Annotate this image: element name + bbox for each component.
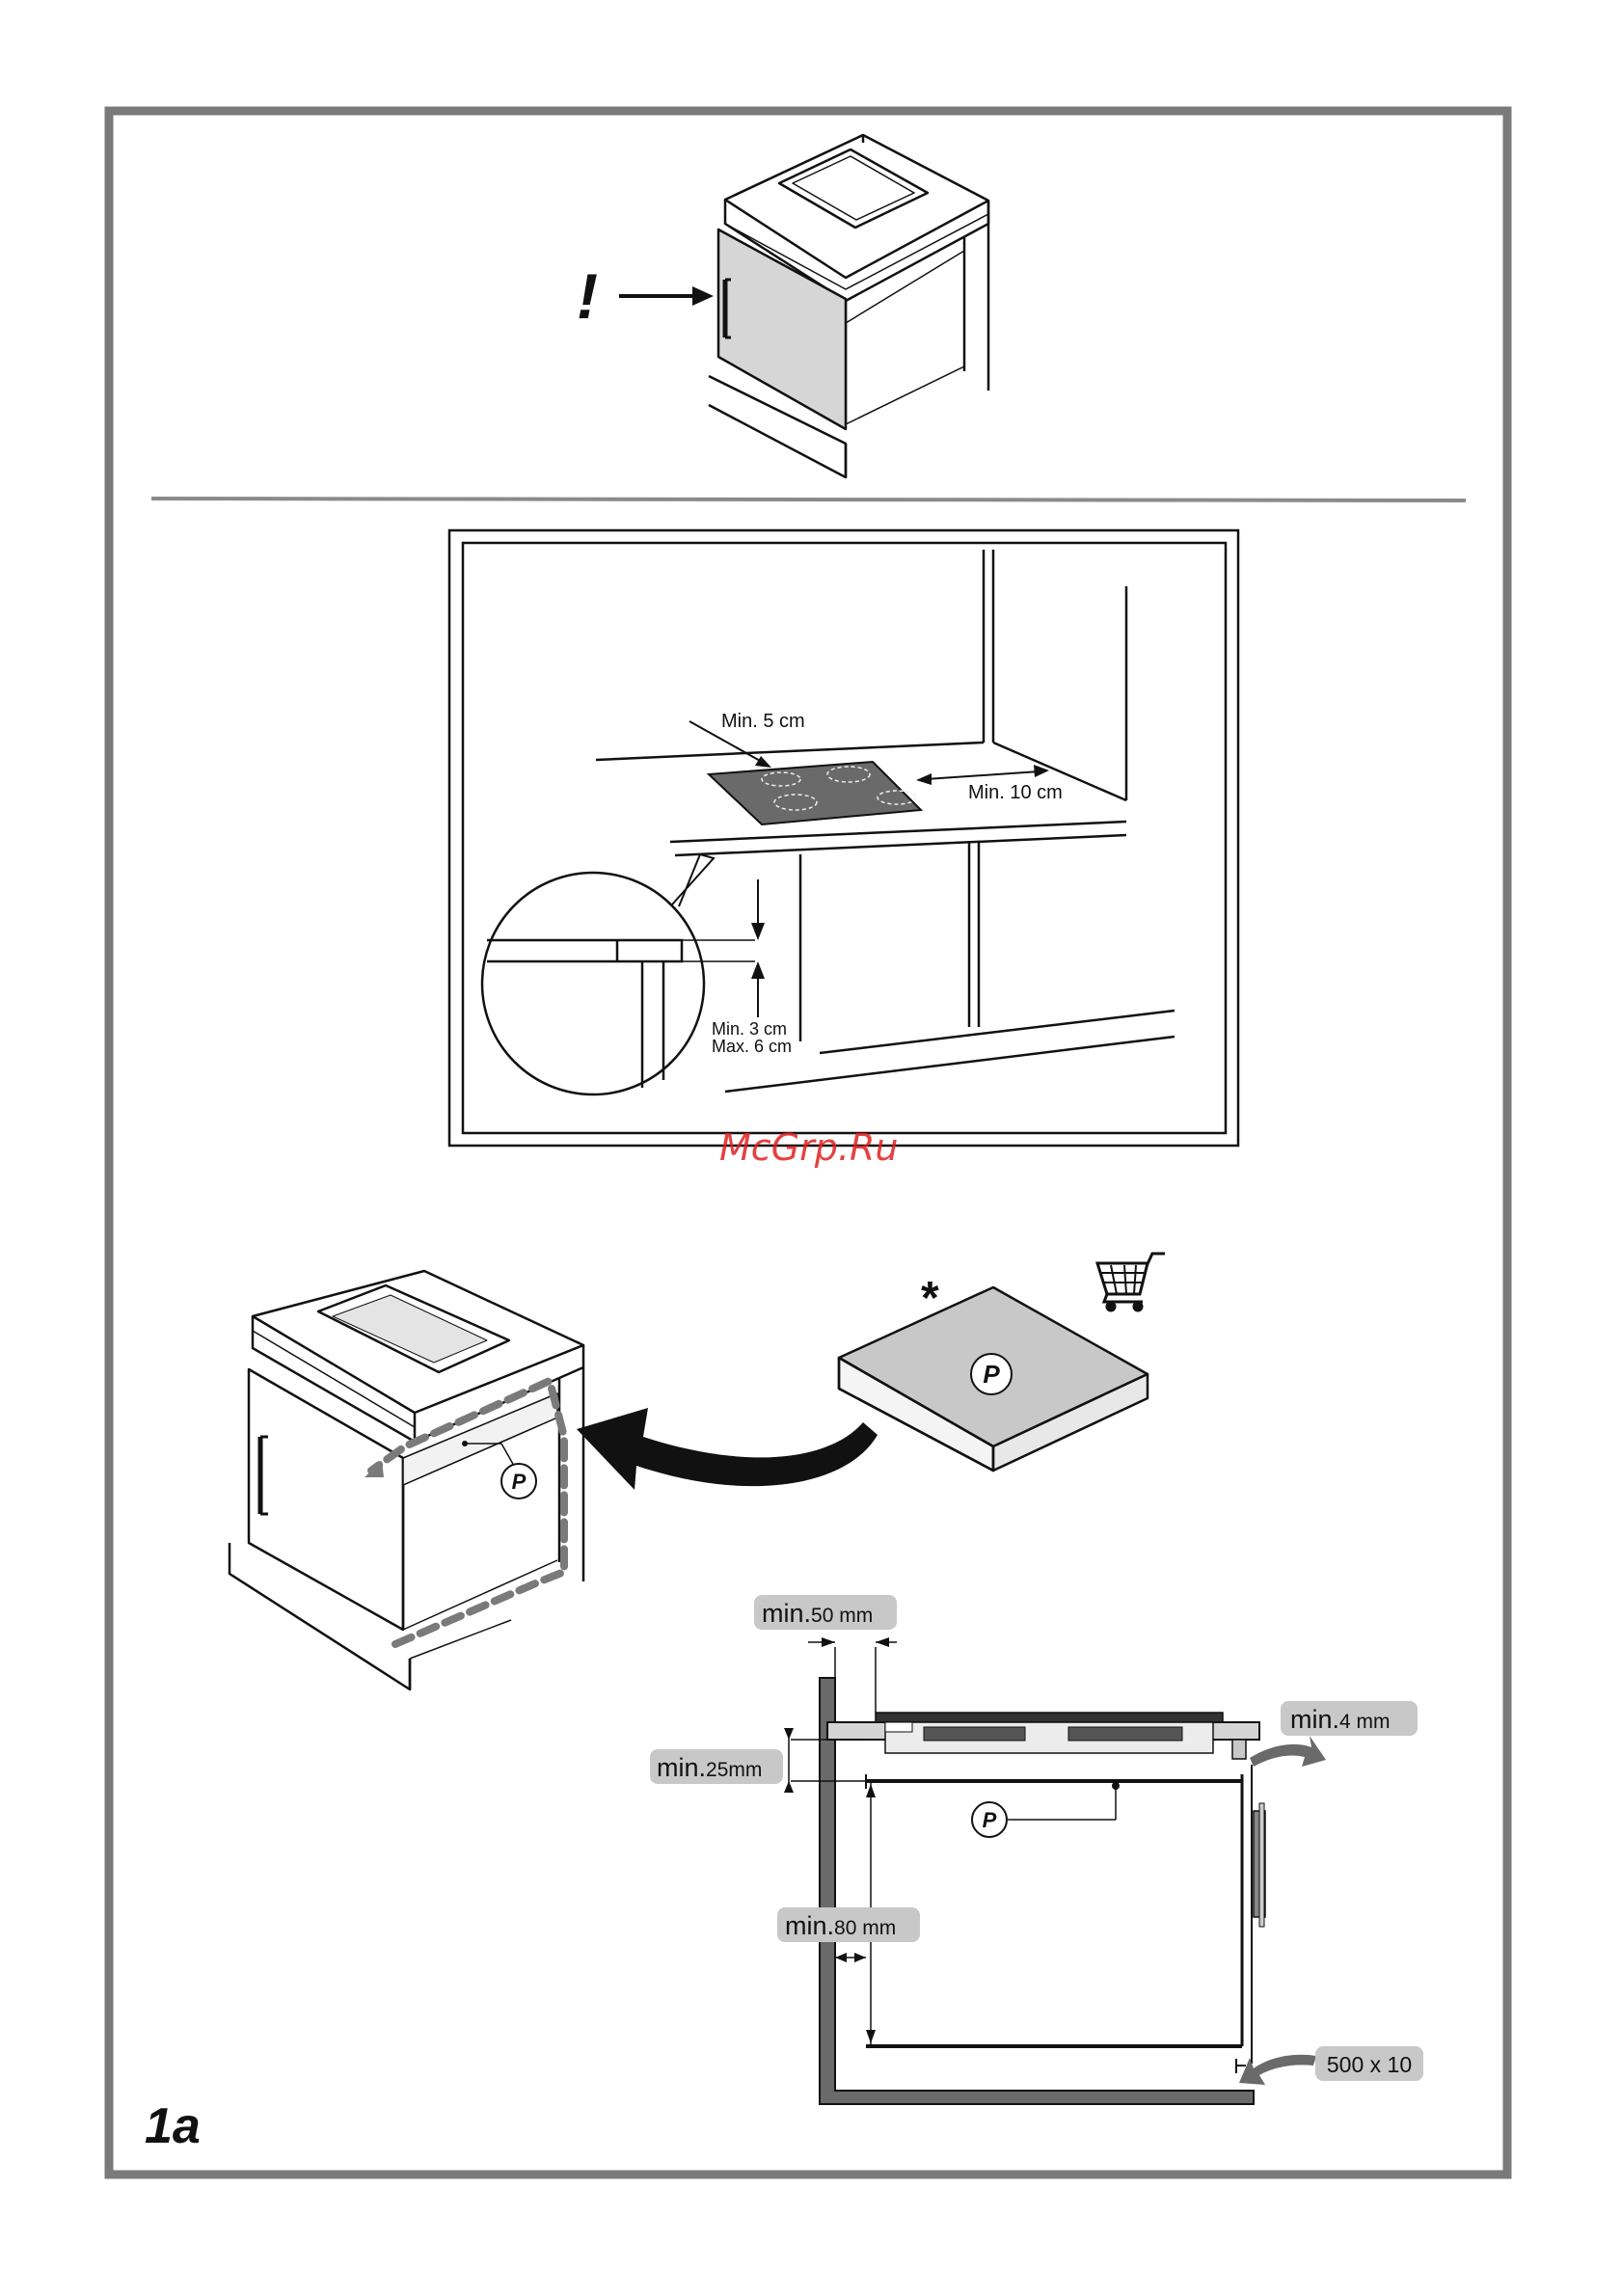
- top-divider: [151, 499, 1466, 500]
- optional-asterisk: *: [921, 1273, 939, 1324]
- section-cross-section: [820, 1678, 1265, 2104]
- warning-mark: !: [577, 260, 598, 332]
- warning-indicator: !: [577, 260, 714, 332]
- figure-number: 1a: [145, 2098, 201, 2154]
- gap-arrow-top-icon: [751, 923, 765, 940]
- warning-arrow-icon: [692, 286, 714, 306]
- label-max-6cm: Max. 6 cm: [712, 1037, 792, 1056]
- panel-symbol-section-text: P: [983, 1808, 997, 1832]
- section-clearance-box: Min. 5 cm Min. 10 cm Min. 3 cm Max. 6 cm: [449, 530, 1238, 1146]
- label-min-3cm: Min. 3 cm: [712, 1019, 787, 1039]
- dimension-min-4mm: min.4 mm: [1250, 1701, 1418, 1767]
- hob-plate: [709, 762, 921, 824]
- dimension-vent: 500 x 10: [1239, 2046, 1423, 2085]
- watermark: McGrp.Ru: [719, 1126, 898, 1169]
- hob-section: [876, 1713, 1223, 1722]
- cabinet-door-2: [249, 1369, 403, 1630]
- pill-vent-size-text: 500 x 10: [1327, 2052, 1412, 2077]
- section-cabinet-warning: [709, 135, 988, 477]
- label-min-10cm: Min. 10 cm: [968, 782, 1063, 803]
- panel-symbol-accessory-text: P: [983, 1360, 1000, 1389]
- shopping-cart-icon: [1097, 1254, 1165, 1310]
- dimension-min-80mm: min.80 mm: [777, 1781, 920, 2046]
- detail-zoom-circle: [482, 873, 704, 1094]
- label-min-5cm: Min. 5 cm: [721, 711, 805, 732]
- vent-arrow-top-icon: [1250, 1736, 1326, 1767]
- panel-symbol-cabinet-text: P: [512, 1470, 527, 1494]
- gap-arrow-bottom-icon: [751, 961, 765, 979]
- insert-arrow-icon: [577, 1408, 878, 1490]
